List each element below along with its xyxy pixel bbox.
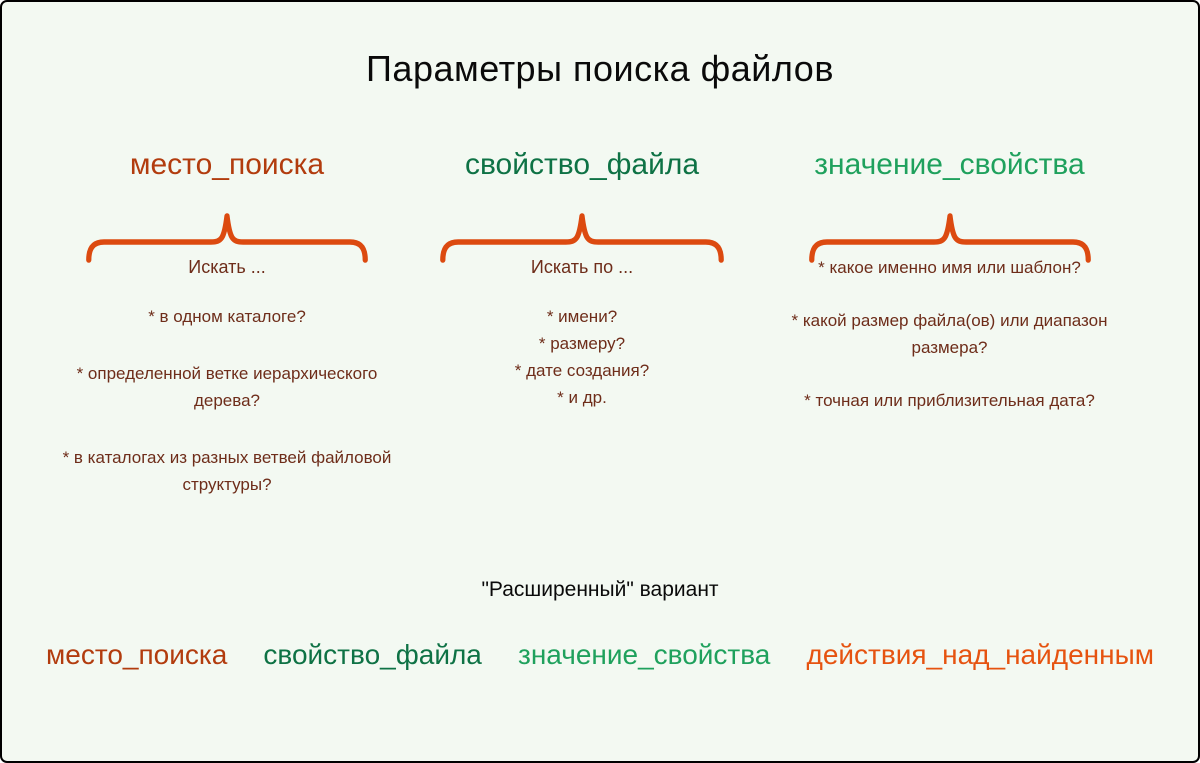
column-item: * точная или приблизительная дата? bbox=[804, 391, 1095, 410]
column-item: * размеру? bbox=[538, 334, 626, 353]
column-item: * дате создания? bbox=[514, 361, 650, 380]
column-header: место_поиска bbox=[129, 148, 325, 181]
column-items: * в одном каталоге? * определенной ветке… bbox=[57, 303, 397, 498]
column-file-property: свойство_файла Искать по ... * имени? * … bbox=[432, 146, 732, 411]
footer-term-property-value: значение_свойства bbox=[517, 639, 771, 670]
column-lead: Искать ... bbox=[188, 257, 266, 277]
column-item: * в каталогах из разных ветвей файловой … bbox=[62, 448, 392, 494]
footer-caption: "Расширенный" вариант bbox=[481, 578, 719, 601]
curly-brace-icon bbox=[440, 213, 724, 263]
footer-term-file-property: свойство_файла bbox=[263, 639, 482, 670]
page-title: Параметры поиска файлов bbox=[366, 48, 834, 89]
curly-brace-icon bbox=[86, 213, 368, 263]
column-search-location: место_поиска Искать ... * в одном катало… bbox=[57, 146, 397, 498]
curly-brace-icon bbox=[808, 213, 1091, 263]
column-item: * какой размер файла(ов) или диапазон ра… bbox=[791, 311, 1108, 357]
column-property-value: значение_свойства * какое именно имя или… bbox=[777, 146, 1122, 414]
column-items: * имени? * размеру? * дате создания? * и… bbox=[432, 303, 732, 411]
column-header: значение_свойства bbox=[814, 148, 1085, 181]
footer-terms: место_поиска свойство_файла значение_сво… bbox=[2, 638, 1198, 672]
column-item: * в одном каталоге? bbox=[148, 307, 306, 326]
column-header: свойство_файла bbox=[464, 148, 700, 181]
column-item: * какое именно имя или шаблон? bbox=[818, 258, 1081, 277]
column-item: * определенной ветке иерархического дере… bbox=[76, 364, 378, 410]
footer-term-actions-on-found: действия_над_найденным bbox=[806, 639, 1154, 670]
footer-term-search-location: место_поиска bbox=[46, 639, 228, 670]
column-item: * и др. bbox=[557, 388, 607, 407]
column-item: * имени? bbox=[546, 307, 618, 326]
column-lead: Искать по ... bbox=[530, 257, 634, 277]
column-items: * какое именно имя или шаблон? * какой р… bbox=[777, 254, 1122, 414]
